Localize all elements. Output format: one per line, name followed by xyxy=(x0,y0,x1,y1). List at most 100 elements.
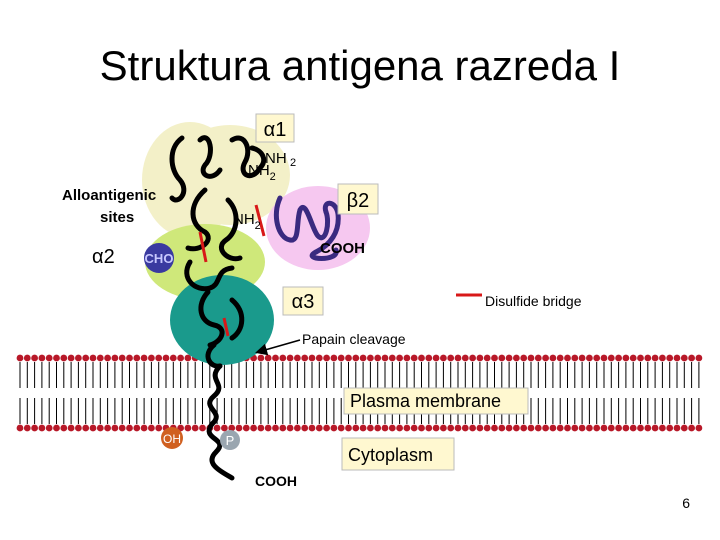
lipid-head xyxy=(607,424,615,432)
lipid-head xyxy=(31,354,38,362)
alpha1-label-box xyxy=(255,113,295,143)
lipid-head xyxy=(388,354,396,362)
lipid-head xyxy=(447,354,455,362)
lipid-head xyxy=(67,424,75,432)
lipid-head xyxy=(673,424,681,432)
lipid-head xyxy=(257,354,265,362)
lipid-head xyxy=(126,424,133,432)
nh2-label-c: NH2 xyxy=(233,211,261,232)
heavy-chain xyxy=(169,135,267,481)
alloantigenic-label-line1: Alloantigenic xyxy=(62,187,156,204)
lipid-head xyxy=(396,354,403,362)
lipid-head xyxy=(89,354,97,362)
lipid-head xyxy=(622,424,630,432)
lipid-head xyxy=(593,354,601,362)
lipid-head xyxy=(272,424,279,432)
lipid-head xyxy=(432,424,440,432)
lipid-head xyxy=(651,354,659,362)
lipid-head xyxy=(96,424,104,432)
lipid-head xyxy=(82,354,90,362)
lipid-head xyxy=(637,354,644,362)
lipid-head xyxy=(688,424,695,432)
lipid-head xyxy=(651,424,659,432)
lipid-head xyxy=(637,424,644,432)
lipid-head xyxy=(250,424,257,432)
alpha2-label: α2 xyxy=(92,246,115,268)
lipid-head xyxy=(410,354,418,362)
lipid-head xyxy=(418,424,425,432)
lipid-head xyxy=(586,424,593,432)
lipid-head xyxy=(571,354,579,362)
lipid-head xyxy=(308,354,316,362)
lipid-head xyxy=(600,424,608,432)
lipid-head xyxy=(75,424,82,432)
lipid-head xyxy=(498,424,506,432)
lipid-head xyxy=(301,424,309,432)
lipid-head xyxy=(571,424,579,432)
lipid-head xyxy=(235,424,243,432)
alpha3-label: α3 xyxy=(292,291,315,313)
lipid-head xyxy=(513,354,520,362)
lipid-head xyxy=(527,424,535,432)
alpha3-label-box xyxy=(282,286,324,316)
lipid-head xyxy=(505,354,513,362)
lipid-head xyxy=(483,354,491,362)
lipid-head xyxy=(89,424,97,432)
lipid-head xyxy=(564,424,571,432)
lipid-head xyxy=(294,424,301,432)
lipid-head xyxy=(16,424,24,432)
lipid-head xyxy=(242,424,250,432)
papain-arrow xyxy=(255,339,301,356)
lipid-head xyxy=(629,424,637,432)
lipid-head xyxy=(286,354,294,362)
cytoplasm-label-box xyxy=(341,437,455,471)
lipid-head xyxy=(330,424,338,432)
lipid-head xyxy=(659,424,666,432)
lipid-head xyxy=(491,424,498,432)
lipid-head xyxy=(469,424,476,432)
lipid-head xyxy=(330,354,338,362)
lipid-head xyxy=(461,354,469,362)
lipid-head xyxy=(644,354,652,362)
lipid-head xyxy=(31,424,38,432)
oh-label: OH xyxy=(163,432,181,446)
lipid-head xyxy=(534,424,542,432)
cooh-beta-label: COOH xyxy=(320,240,365,257)
lipid-head xyxy=(367,424,374,432)
lipid-head xyxy=(593,424,601,432)
lipid-head xyxy=(337,424,345,432)
lipid-head xyxy=(359,354,367,362)
lipid-head xyxy=(345,354,352,362)
membrane-lipid-tails xyxy=(19,362,700,424)
p-circle xyxy=(220,430,240,450)
lipid-head xyxy=(104,354,111,362)
lipid-head xyxy=(191,424,199,432)
lipid-head xyxy=(440,424,447,432)
lipid-head xyxy=(184,354,192,362)
lipid-head xyxy=(315,424,323,432)
lipid-head xyxy=(622,354,630,362)
lipid-head xyxy=(264,354,272,362)
disulfide-bridges xyxy=(198,204,482,337)
lipid-head xyxy=(38,424,46,432)
lipid-head xyxy=(688,354,695,362)
lipid-head xyxy=(67,354,75,362)
lipid-head xyxy=(359,424,367,432)
lipid-head xyxy=(367,354,374,362)
cho-circle xyxy=(144,243,174,273)
lipid-head xyxy=(381,354,389,362)
lipid-head xyxy=(148,424,155,432)
lipid-head xyxy=(425,354,433,362)
lipid-head xyxy=(520,354,528,362)
cytoplasm-label: Cytoplasm xyxy=(348,445,433,465)
lipid-head xyxy=(352,424,360,432)
lipid-head xyxy=(279,354,287,362)
lipid-head xyxy=(345,424,352,432)
lipid-head xyxy=(527,354,535,362)
lipid-head xyxy=(221,424,228,432)
slide-title: Struktura antigena razreda I xyxy=(99,42,621,89)
lipid-head xyxy=(425,424,433,432)
lipid-head xyxy=(352,354,360,362)
